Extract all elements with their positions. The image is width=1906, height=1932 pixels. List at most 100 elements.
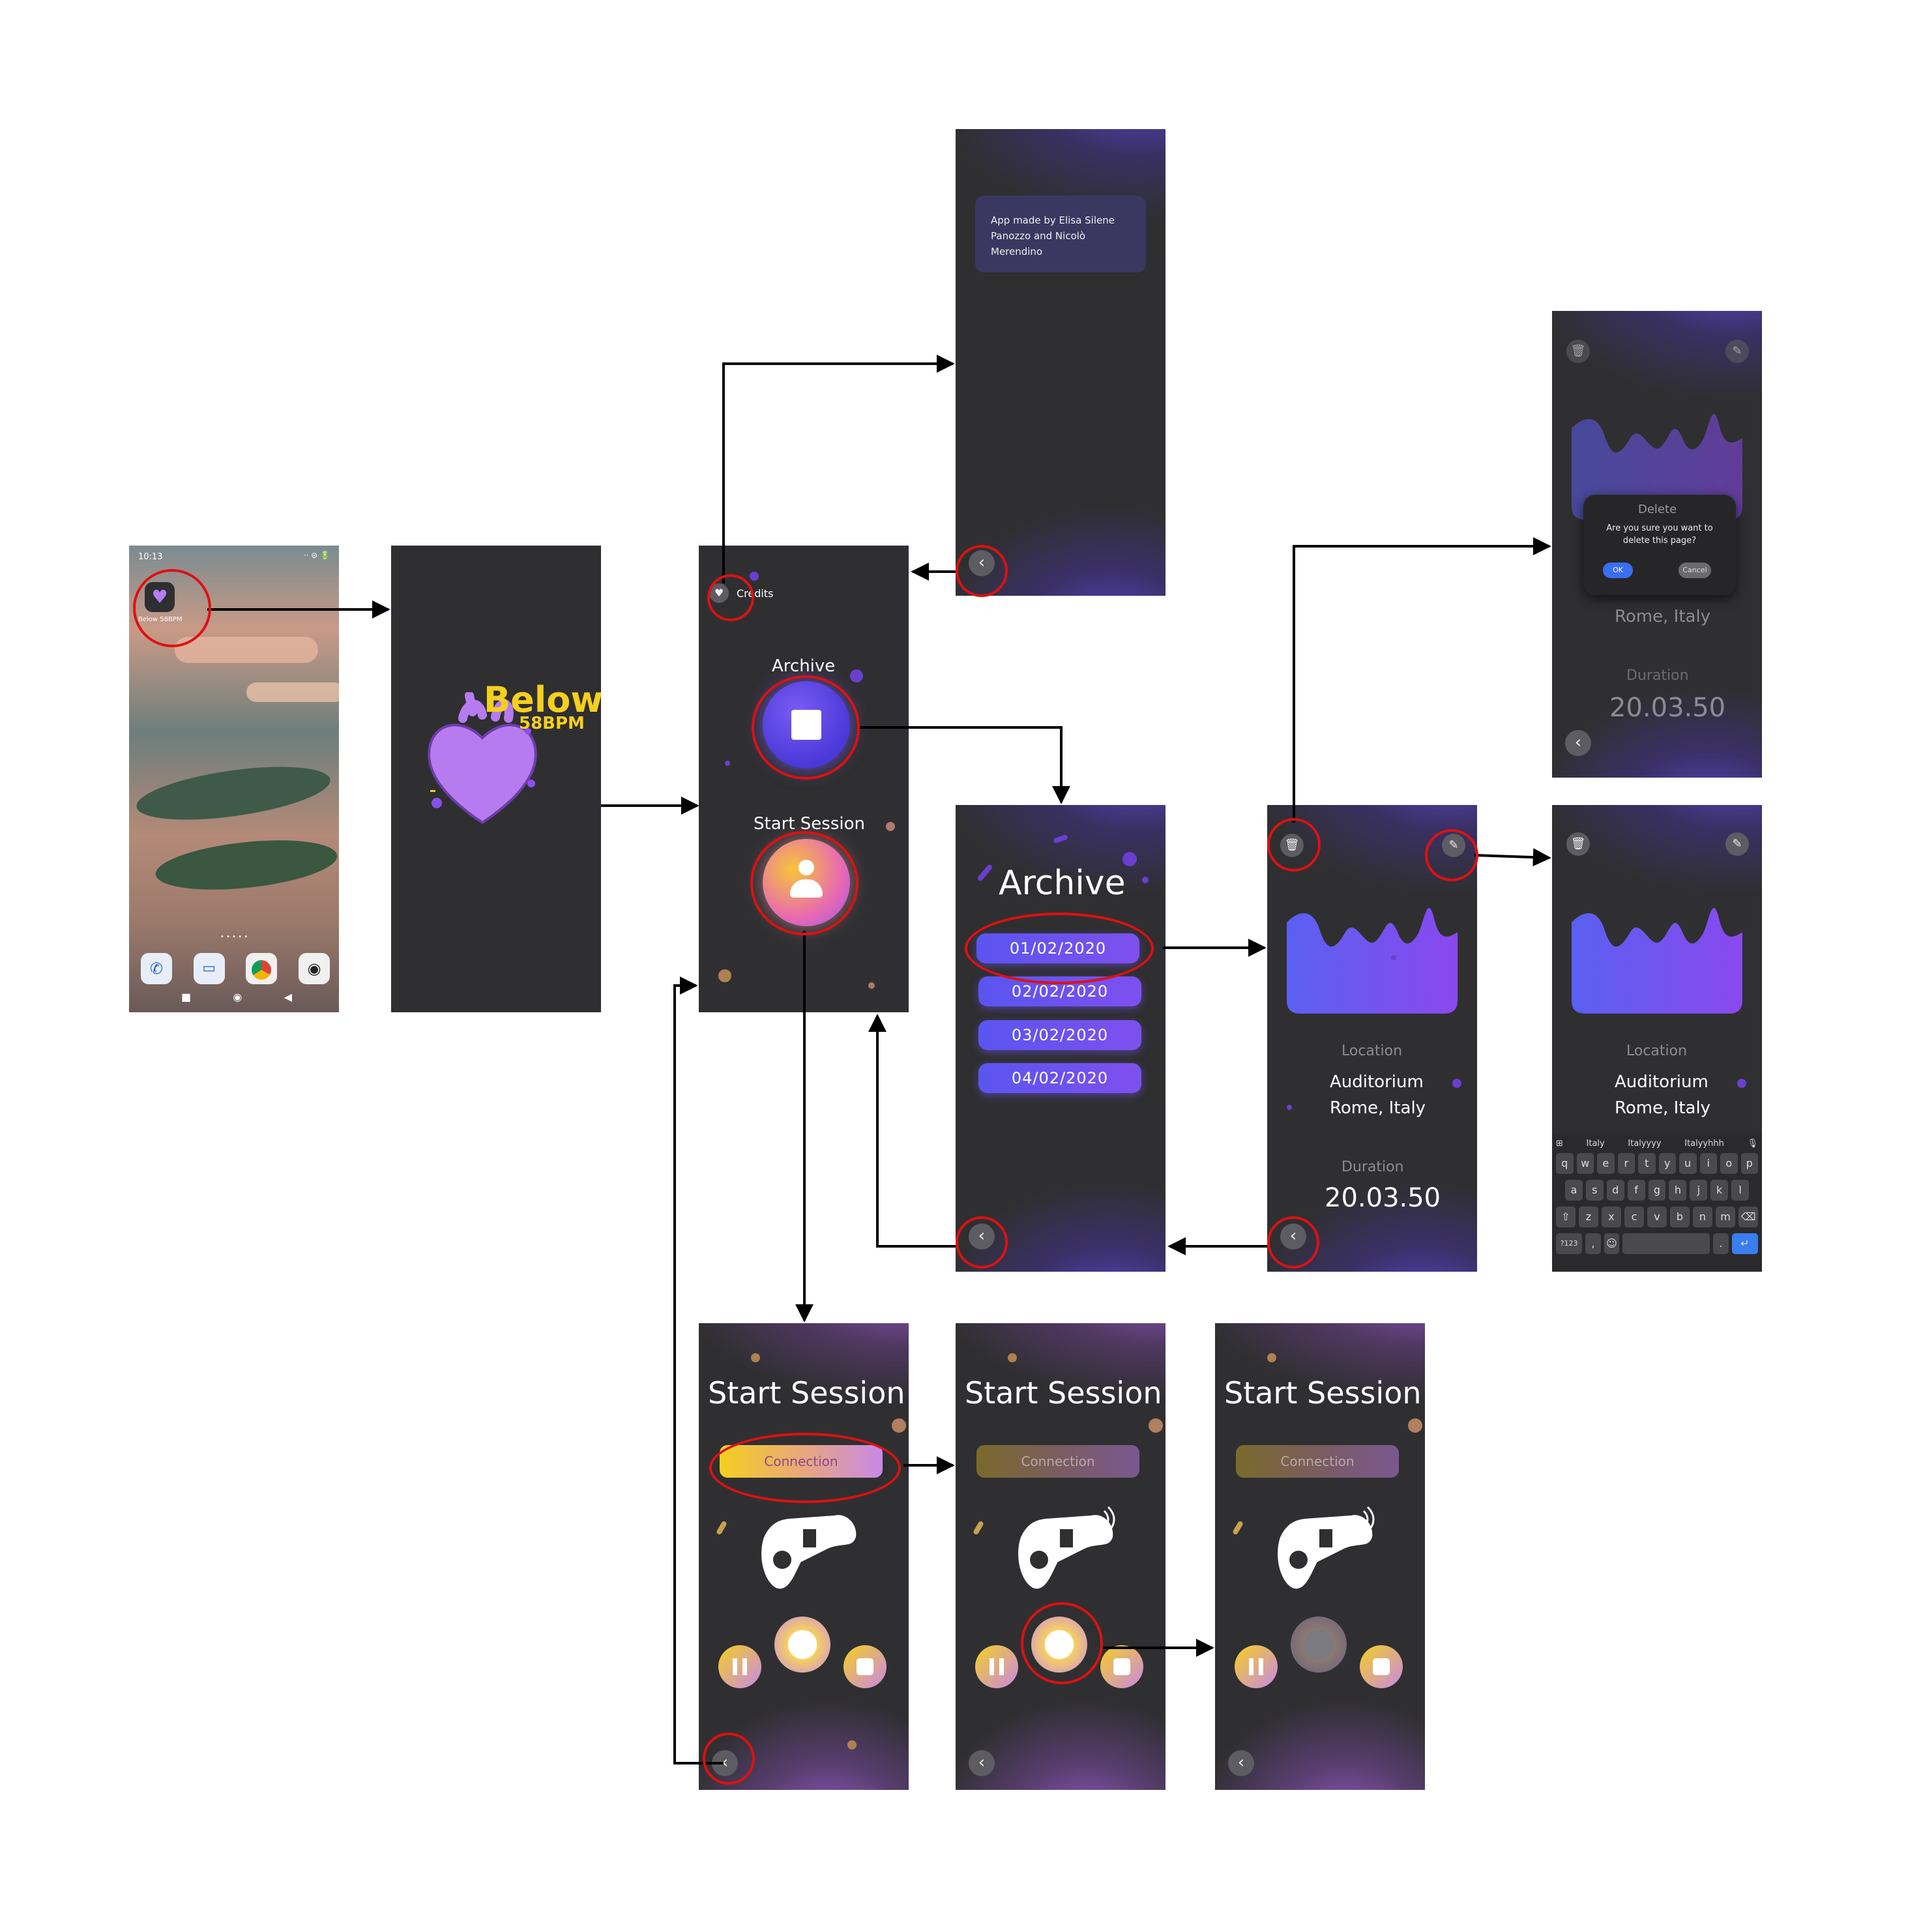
location-line1-input[interactable]: Auditorium [1615,1072,1708,1092]
dialog-message: Are you sure you want to delete this pag… [1606,523,1713,546]
status-time: 10:13 [138,552,163,562]
arrow-archive-back [868,1014,956,1248]
splash-brand: Below [484,679,601,720]
bottom-glow [956,1699,1166,1790]
symbols-key[interactable]: ?123 [1556,1233,1583,1254]
edit-pencil-icon[interactable]: ✎ [1725,340,1749,363]
key-s[interactable]: s [1585,1180,1604,1201]
mic-icon[interactable]: 🎙 [1747,1138,1758,1149]
back-button[interactable]: ‹ [969,1750,995,1776]
suggestion-1[interactable]: Italy [1586,1138,1605,1149]
edit-screen: 🗑 ✎ Location Auditorium Rome, Italy ⊞ It… [1552,805,1762,1272]
chrome-icon[interactable] [246,953,278,984]
stop-button[interactable] [843,1645,887,1688]
session-title: Start Session [1224,1375,1422,1411]
key-k[interactable]: k [1710,1180,1729,1201]
key-t[interactable]: t [1638,1153,1656,1174]
emoji-key[interactable]: ☺ [1604,1233,1620,1254]
decor-dot [725,761,730,766]
suggestion-3[interactable]: Italyyhhh [1684,1138,1724,1149]
highlight-detail-back [1267,1216,1319,1268]
keyboard-row-4: ?123 , ☺ . ↵ [1556,1233,1758,1254]
top-glow [956,1323,1166,1401]
key-o[interactable]: o [1720,1153,1738,1174]
decor-dot [1008,1353,1017,1362]
decor-dot [892,1418,906,1433]
key-m[interactable]: m [1716,1207,1735,1227]
key-h[interactable]: h [1669,1180,1687,1201]
phone-icon[interactable]: ✆ [141,953,172,984]
trash-icon[interactable]: 🗑 [1566,340,1590,363]
highlight-trash [1267,818,1321,871]
back-icon[interactable]: ◀ [284,991,292,1003]
back-button[interactable]: ‹ [1228,1750,1254,1776]
connection-button[interactable]: Connection [976,1445,1139,1478]
session-title: Start Session [965,1375,1162,1411]
key-d[interactable]: d [1606,1180,1624,1201]
key-j[interactable]: j [1690,1180,1708,1201]
archive-title: Archive [999,864,1126,903]
apps-grid-icon[interactable]: ⊞ [1556,1138,1563,1149]
key-b[interactable]: b [1670,1207,1690,1227]
recents-icon[interactable]: ■ [181,991,192,1003]
period-key[interactable]: . [1713,1233,1729,1254]
key-l[interactable]: l [1731,1180,1750,1201]
highlight-app-icon [133,569,211,647]
archive-date-4[interactable]: 04/02/2020 [978,1063,1141,1093]
key-v[interactable]: v [1647,1207,1667,1227]
key-y[interactable]: y [1658,1153,1676,1174]
record-button[interactable] [774,1617,830,1673]
key-q[interactable]: q [1556,1153,1574,1174]
arrow-detail-to-edit [1474,848,1551,867]
key-p[interactable]: p [1740,1153,1758,1174]
backspace-key[interactable]: ⌫ [1738,1207,1758,1227]
key-i[interactable]: i [1699,1153,1717,1174]
edit-pencil-icon[interactable]: ✎ [1725,832,1749,856]
archive-date-3[interactable]: 03/02/2020 [978,1020,1141,1050]
key-z[interactable]: z [1579,1207,1598,1227]
pause-button[interactable] [1235,1645,1278,1688]
heartbeat-waveform [1572,413,1742,520]
stop-icon [1113,1658,1130,1675]
key-e[interactable]: e [1597,1153,1615,1174]
key-a[interactable]: a [1565,1180,1583,1201]
stop-button[interactable] [1360,1645,1403,1688]
connection-button[interactable]: Connection [1236,1445,1399,1478]
stop-button[interactable] [1100,1645,1143,1688]
key-n[interactable]: n [1693,1207,1712,1227]
location-line1: Auditorium [1330,1072,1424,1092]
pause-button[interactable] [718,1645,761,1688]
key-w[interactable]: w [1576,1153,1594,1174]
key-u[interactable]: u [1679,1153,1697,1174]
trash-icon[interactable]: 🗑 [1566,832,1590,856]
location-line2-input[interactable]: Rome, Italy [1615,1098,1711,1118]
record-button-active[interactable] [1291,1617,1347,1673]
messages-icon[interactable]: ▭ [193,953,225,984]
space-key[interactable] [1622,1233,1710,1254]
dialog-ok-button[interactable]: OK [1603,563,1633,578]
shift-key[interactable]: ⇧ [1556,1207,1576,1227]
enter-key[interactable]: ↵ [1731,1233,1758,1254]
suggestion-2[interactable]: Italyyyy [1628,1138,1662,1149]
pause-icon [733,1658,747,1675]
home-icon[interactable]: ◉ [233,991,242,1003]
back-button[interactable]: ‹ [1565,730,1591,756]
key-c[interactable]: c [1624,1207,1644,1227]
pause-button[interactable] [975,1645,1018,1688]
key-f[interactable]: f [1627,1180,1645,1201]
comma-key[interactable]: , [1585,1233,1601,1254]
dialog-cancel-button[interactable]: Cancel [1679,563,1711,578]
decor-dot [847,1740,857,1749]
key-g[interactable]: g [1648,1180,1666,1201]
controller-icon [1275,1506,1375,1592]
bg-duration-label: Duration [1626,667,1689,684]
arrow-session-back [673,976,724,1764]
key-x[interactable]: x [1602,1207,1621,1227]
arrow-menu-to-credits [722,355,955,583]
highlight-start-session-button [750,831,858,935]
status-icons: ⋅⋅ ⊜ 🔋 [303,551,330,560]
camera-icon[interactable]: ◉ [298,953,330,984]
key-r[interactable]: r [1617,1153,1635,1174]
pause-icon [1249,1658,1263,1675]
